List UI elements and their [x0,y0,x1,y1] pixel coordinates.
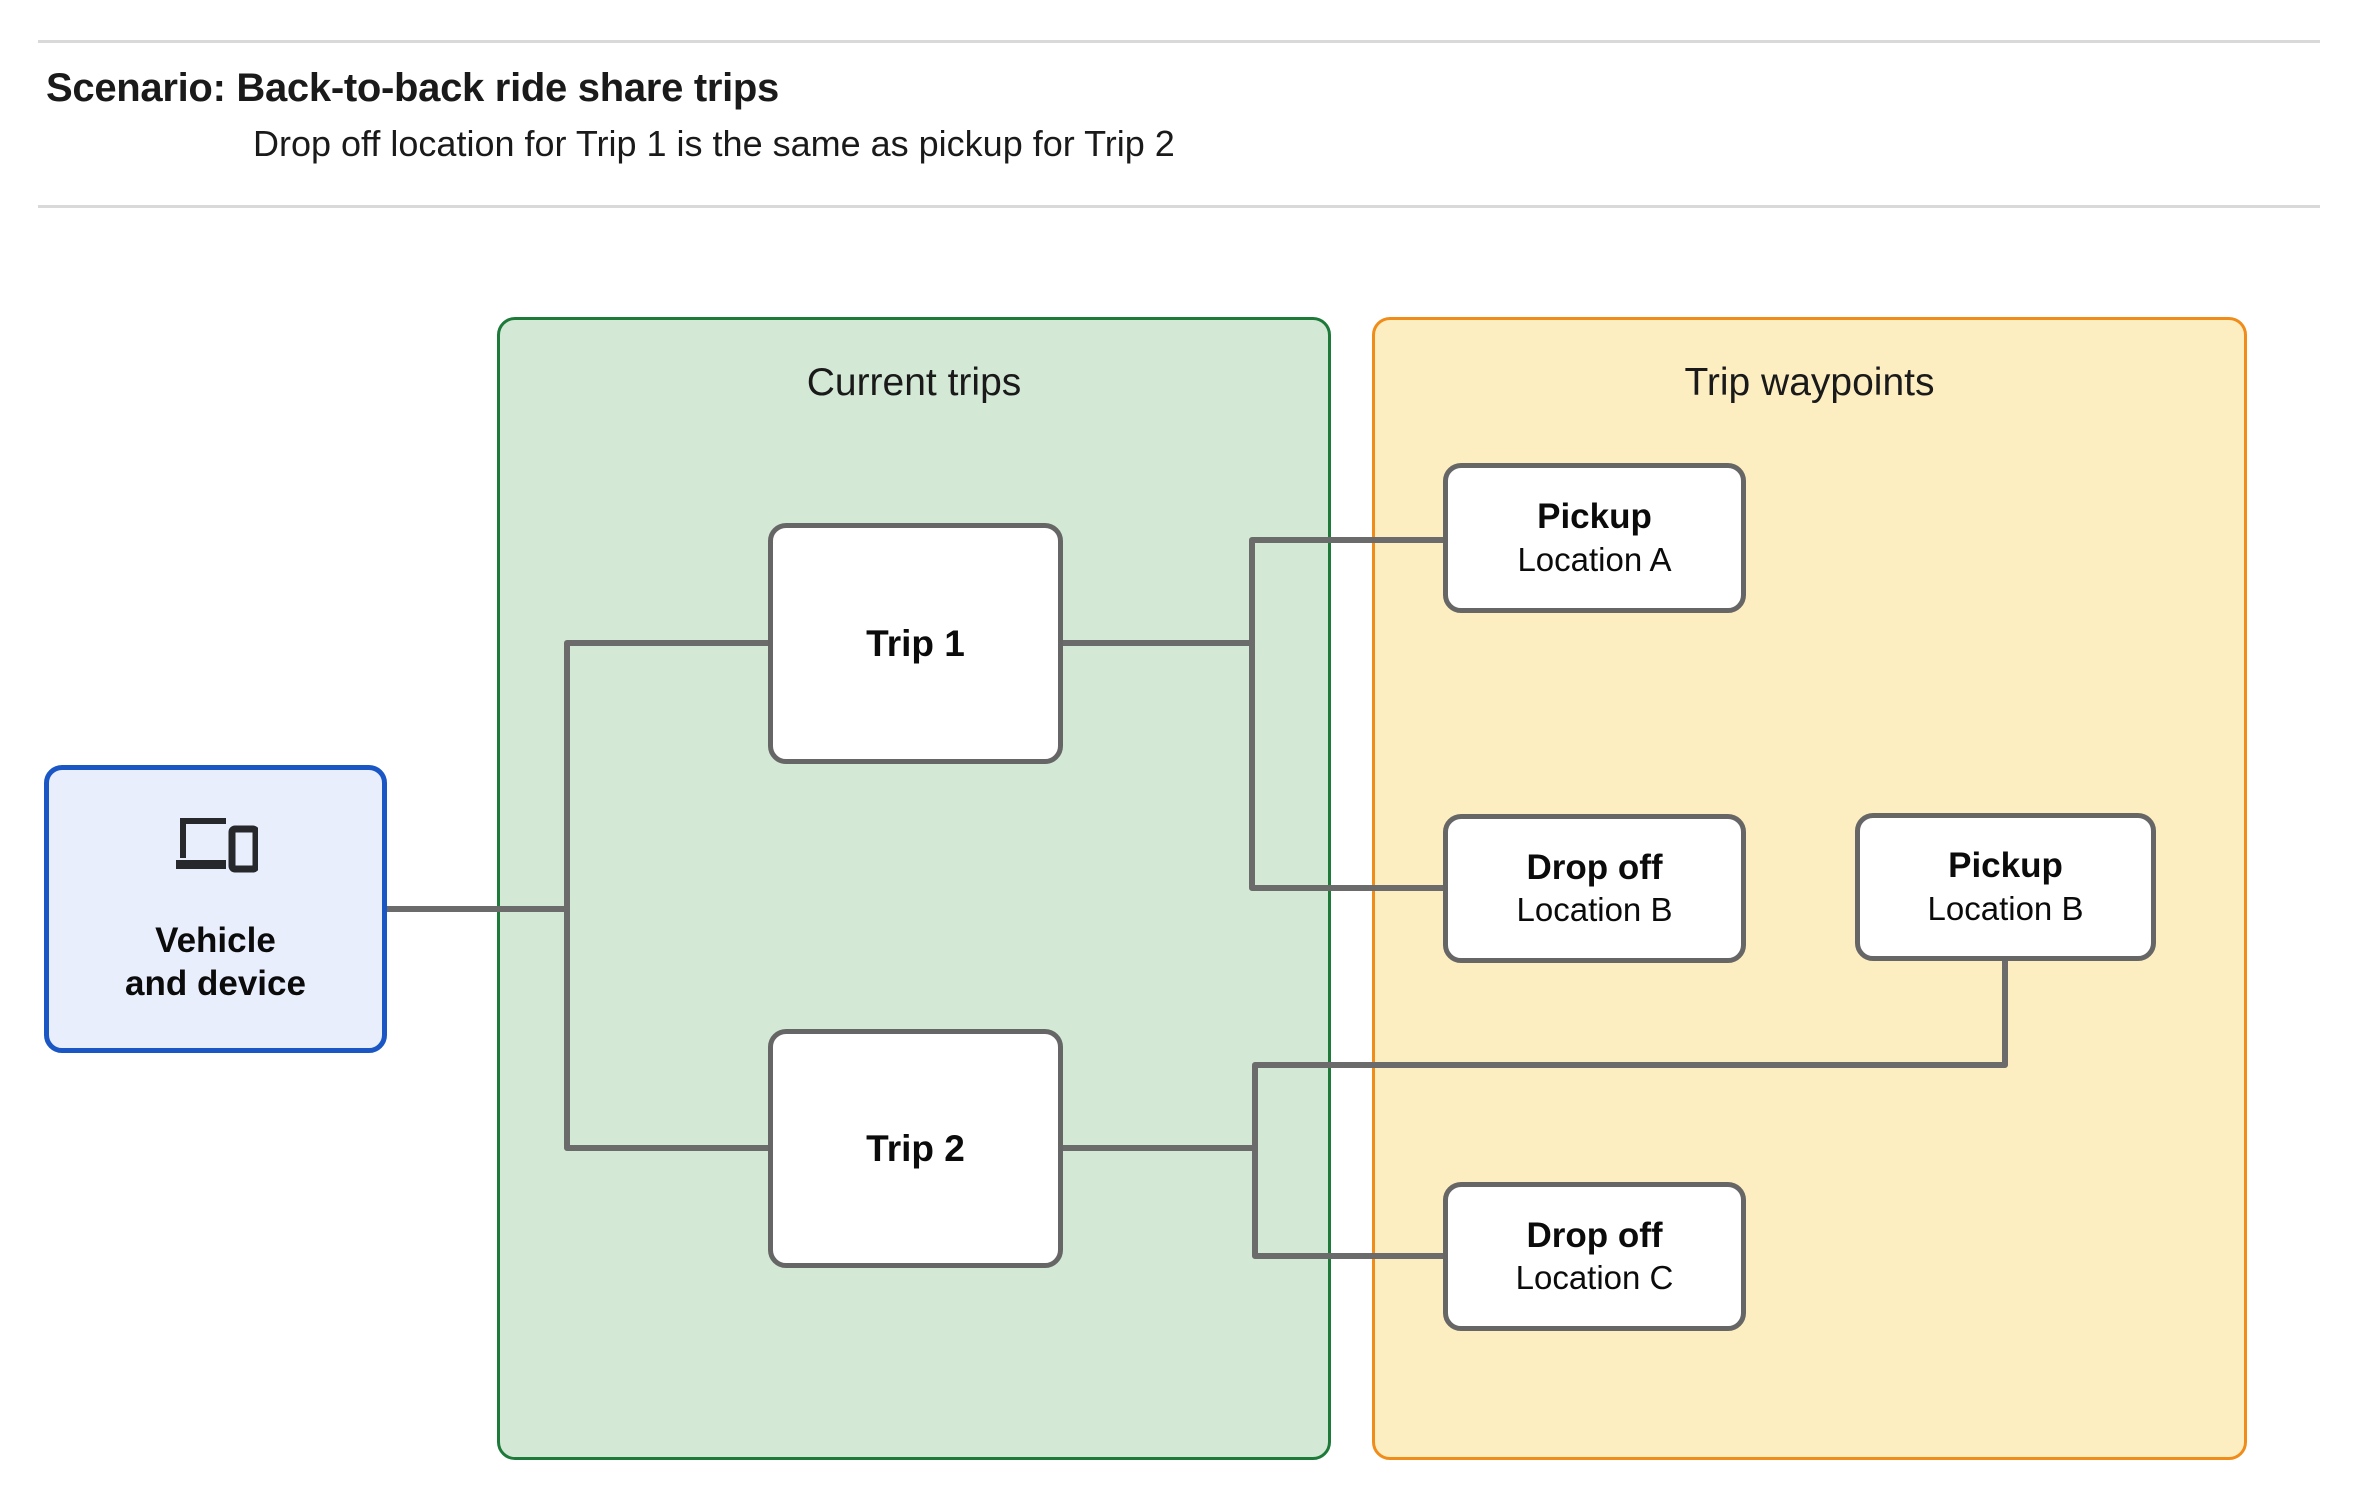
node-trip-1-label: Trip 1 [866,622,965,664]
group-current-trips: Current trips [497,317,1331,1460]
page-title: Scenario: Back-to-back ride share trips [46,66,780,110]
header-divider-bottom [38,205,2320,208]
waypoint-dropoff-b-location: Location B [1516,891,1673,929]
waypoint-dropoff-c-type: Drop off [1526,1215,1663,1255]
group-current-trips-title: Current trips [806,361,1022,404]
devices-icon [175,818,258,873]
waypoint-pickup-a-type: Pickup [1537,497,1652,537]
waypoint-pickup-b-location: Location B [1927,889,2084,927]
node-vehicle-and-device[interactable]: Vehicle and device [44,765,387,1053]
node-waypoint-pickup-b[interactable]: Pickup Location B [1855,813,2156,961]
node-vehicle-and-device-label: Vehicle and device [125,921,306,1003]
waypoint-pickup-b-type: Pickup [1948,846,2063,886]
node-trip-2-label: Trip 2 [866,1127,965,1169]
group-trip-waypoints-title: Trip waypoints [1684,361,1935,404]
node-trip-1[interactable]: Trip 1 [768,523,1063,764]
node-waypoint-dropoff-c[interactable]: Drop off Location C [1443,1182,1746,1331]
header-divider-top [38,40,2320,43]
waypoint-dropoff-c-location: Location C [1515,1259,1674,1297]
waypoint-pickup-a-location: Location A [1517,540,1672,578]
node-trip-2[interactable]: Trip 2 [768,1029,1063,1268]
node-waypoint-dropoff-b[interactable]: Drop off Location B [1443,814,1746,963]
node-waypoint-pickup-a[interactable]: Pickup Location A [1443,463,1746,613]
page-subtitle: Drop off location for Trip 1 is the same… [253,123,1175,164]
waypoint-dropoff-b-type: Drop off [1526,847,1663,887]
